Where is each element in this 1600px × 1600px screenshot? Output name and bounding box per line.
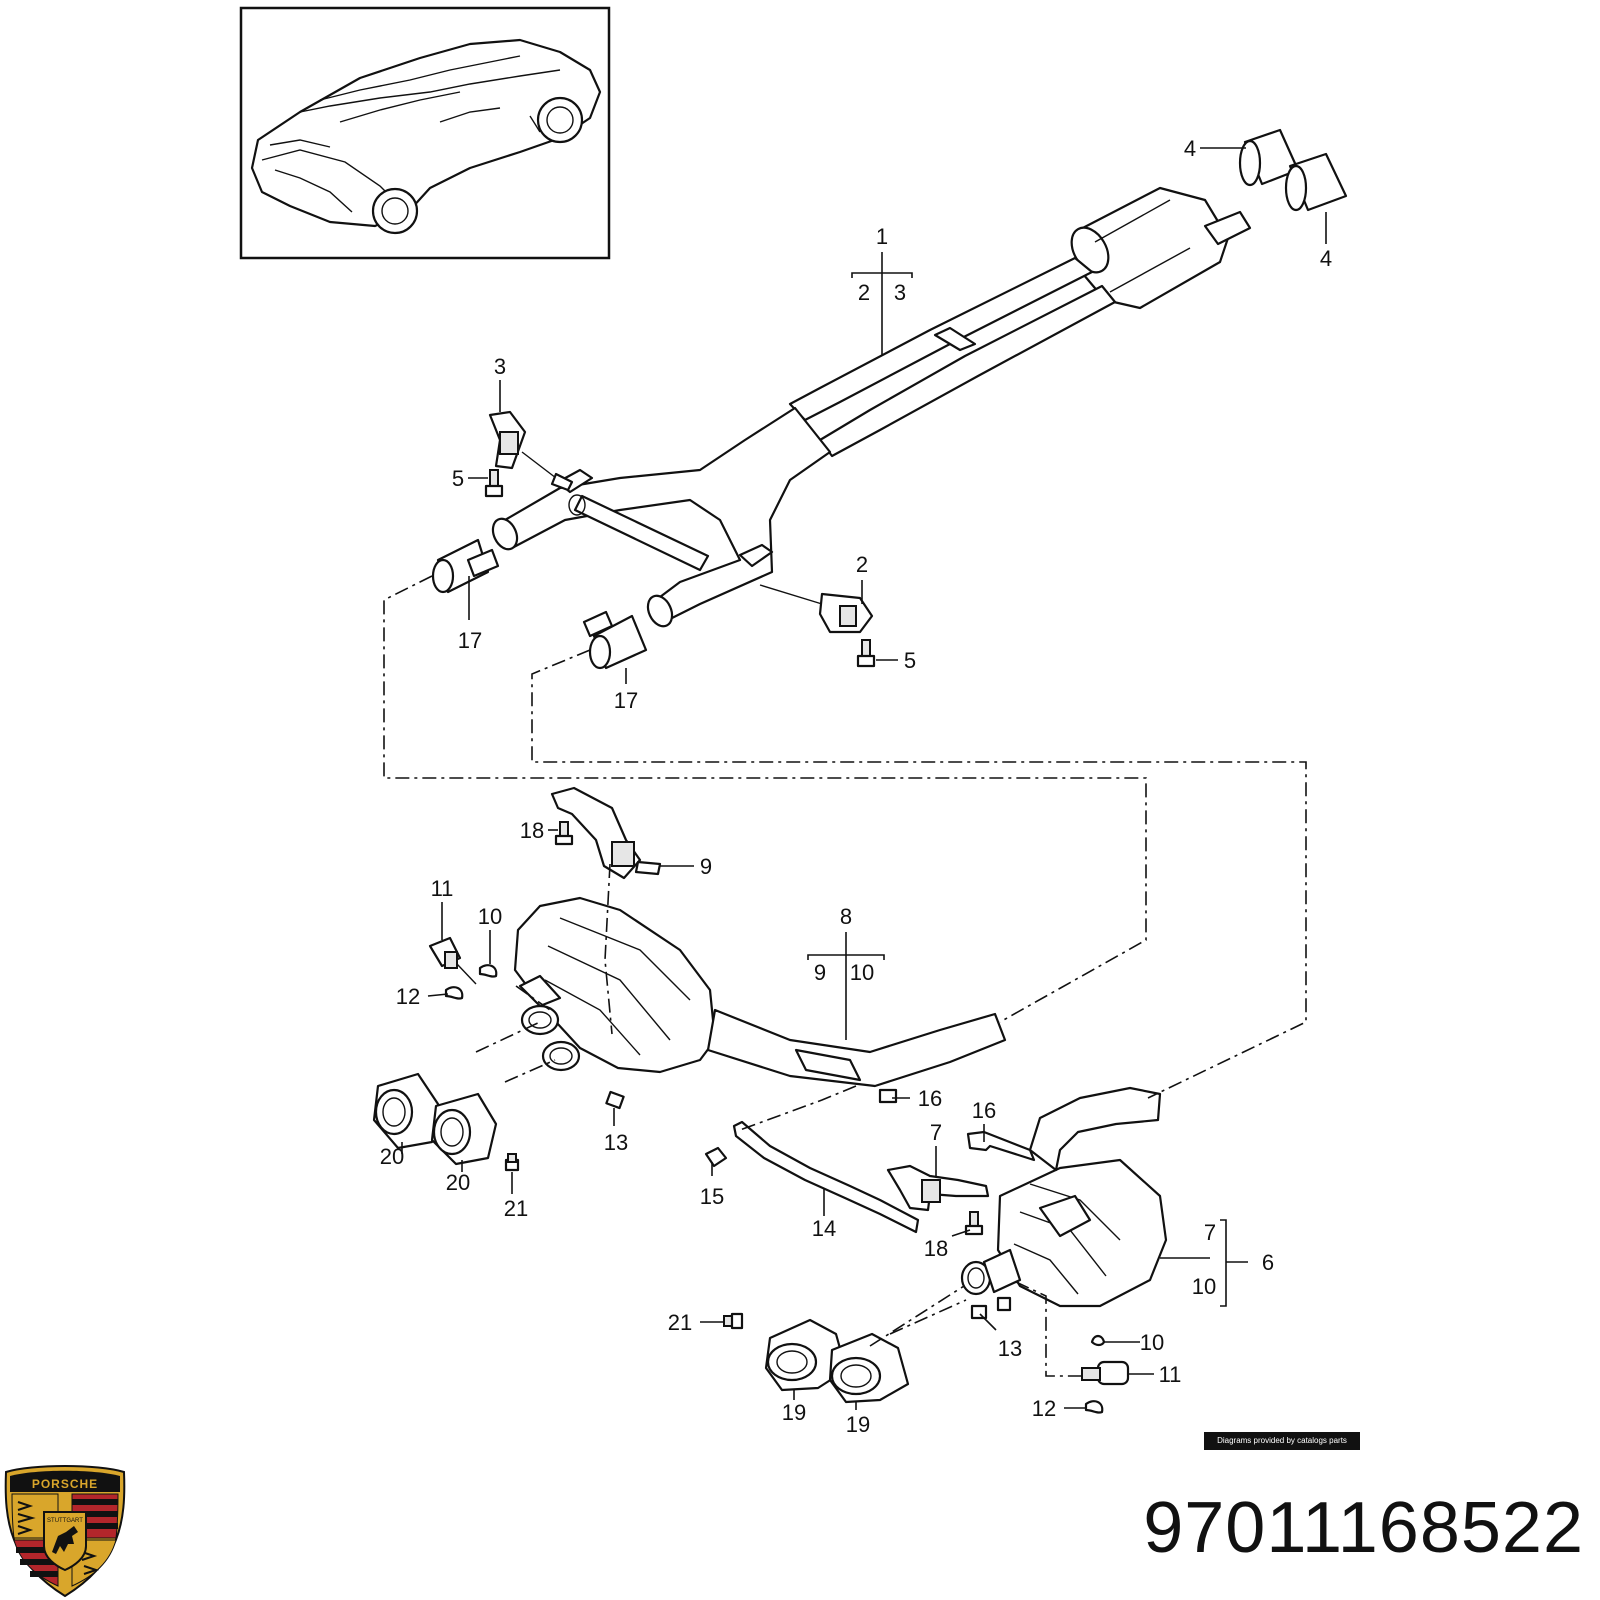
callout-1: 1 — [876, 224, 888, 249]
callout-7: 7 — [1204, 1220, 1216, 1245]
callout-14: 14 — [812, 1216, 836, 1241]
callout-11: 11 — [431, 876, 454, 901]
callout-3: 3 — [894, 280, 906, 305]
callout-13: 13 — [604, 1130, 628, 1155]
callout-4: 4 — [1184, 136, 1196, 161]
bolt-5b — [856, 639, 876, 668]
callout-17: 17 — [614, 688, 638, 713]
bolt-5a — [484, 469, 504, 498]
callout-18: 18 — [520, 818, 544, 843]
callout-10: 10 — [1192, 1274, 1216, 1299]
svg-text:PORSCHE: PORSCHE — [32, 1477, 98, 1491]
callout-13: 13 — [998, 1336, 1022, 1361]
part-number: 97011168522 — [1143, 1488, 1584, 1568]
callout-6: 6 — [1262, 1250, 1274, 1275]
callout-10: 10 — [1140, 1330, 1164, 1355]
hanger-bracket-3 — [488, 410, 574, 492]
callout-2: 2 — [858, 280, 870, 305]
tailpipe-tips-19 — [764, 1318, 910, 1404]
callout-15: 15 — [700, 1184, 724, 1209]
clip-13b — [970, 1296, 1012, 1320]
sensor-11b — [1081, 1334, 1130, 1414]
callout-12: 12 — [1032, 1396, 1056, 1421]
screw-21a — [504, 1153, 520, 1172]
hanger-bracket-2 — [759, 584, 874, 634]
hanger-bracket-9 — [550, 786, 662, 880]
strap-14 — [732, 1120, 920, 1234]
leader-lines — [401, 147, 1327, 1410]
callout-5: 5 — [452, 466, 464, 491]
callout-16: 16 — [918, 1086, 942, 1111]
callout-17: 17 — [458, 628, 482, 653]
clamp-17b — [582, 610, 648, 670]
callout-21: 21 — [668, 1310, 692, 1335]
callout-4: 4 — [1320, 246, 1332, 271]
car-inset — [239, 6, 611, 260]
callout-12: 12 — [396, 984, 420, 1009]
callout-19: 19 — [782, 1400, 806, 1425]
left-rear-muffler — [513, 896, 1007, 1088]
callout-18: 18 — [924, 1236, 948, 1261]
nut-15 — [704, 1146, 728, 1168]
callout-3: 3 — [494, 354, 506, 379]
callout-10: 10 — [850, 960, 874, 985]
callouts: 1 2 3 4 4 3 5 17 2 5 17 18 9 11 10 12 8 … — [380, 136, 1332, 1437]
right-rear-muffler — [960, 1086, 1168, 1308]
assembly-lines — [383, 575, 1307, 1377]
sensor-11a — [428, 936, 498, 1000]
center-pipe-assembly — [491, 186, 1252, 628]
clip-13a — [605, 1090, 625, 1110]
hanger-bracket-7 — [886, 1164, 990, 1236]
clamps-4 — [1238, 128, 1348, 212]
callout-20: 20 — [380, 1144, 404, 1169]
screw-21b — [723, 1312, 744, 1330]
callout-5: 5 — [904, 648, 916, 673]
porsche-crest-logo: PORSCHE STUTTGART — [4, 1465, 126, 1598]
clamp-17a — [431, 538, 500, 594]
callout-7: 7 — [930, 1120, 942, 1145]
callout-10: 10 — [478, 904, 502, 929]
callout-11: 11 — [1159, 1362, 1182, 1387]
tailpipe-tips-20 — [372, 1072, 498, 1166]
callout-2: 2 — [856, 552, 868, 577]
callout-8: 8 — [840, 904, 852, 929]
callout-9: 9 — [814, 960, 826, 985]
diagram-credit-badge: Diagrams provided by catalogs parts — [1204, 1432, 1360, 1450]
bracket-16b — [966, 1130, 1036, 1162]
callout-19: 19 — [846, 1412, 870, 1437]
callout-20: 20 — [446, 1170, 470, 1195]
callout-21: 21 — [504, 1196, 528, 1221]
callout-9: 9 — [700, 854, 712, 879]
callout-16: 16 — [972, 1098, 996, 1123]
svg-text:STUTTGART: STUTTGART — [47, 1518, 83, 1524]
clip-16a — [878, 1088, 898, 1104]
